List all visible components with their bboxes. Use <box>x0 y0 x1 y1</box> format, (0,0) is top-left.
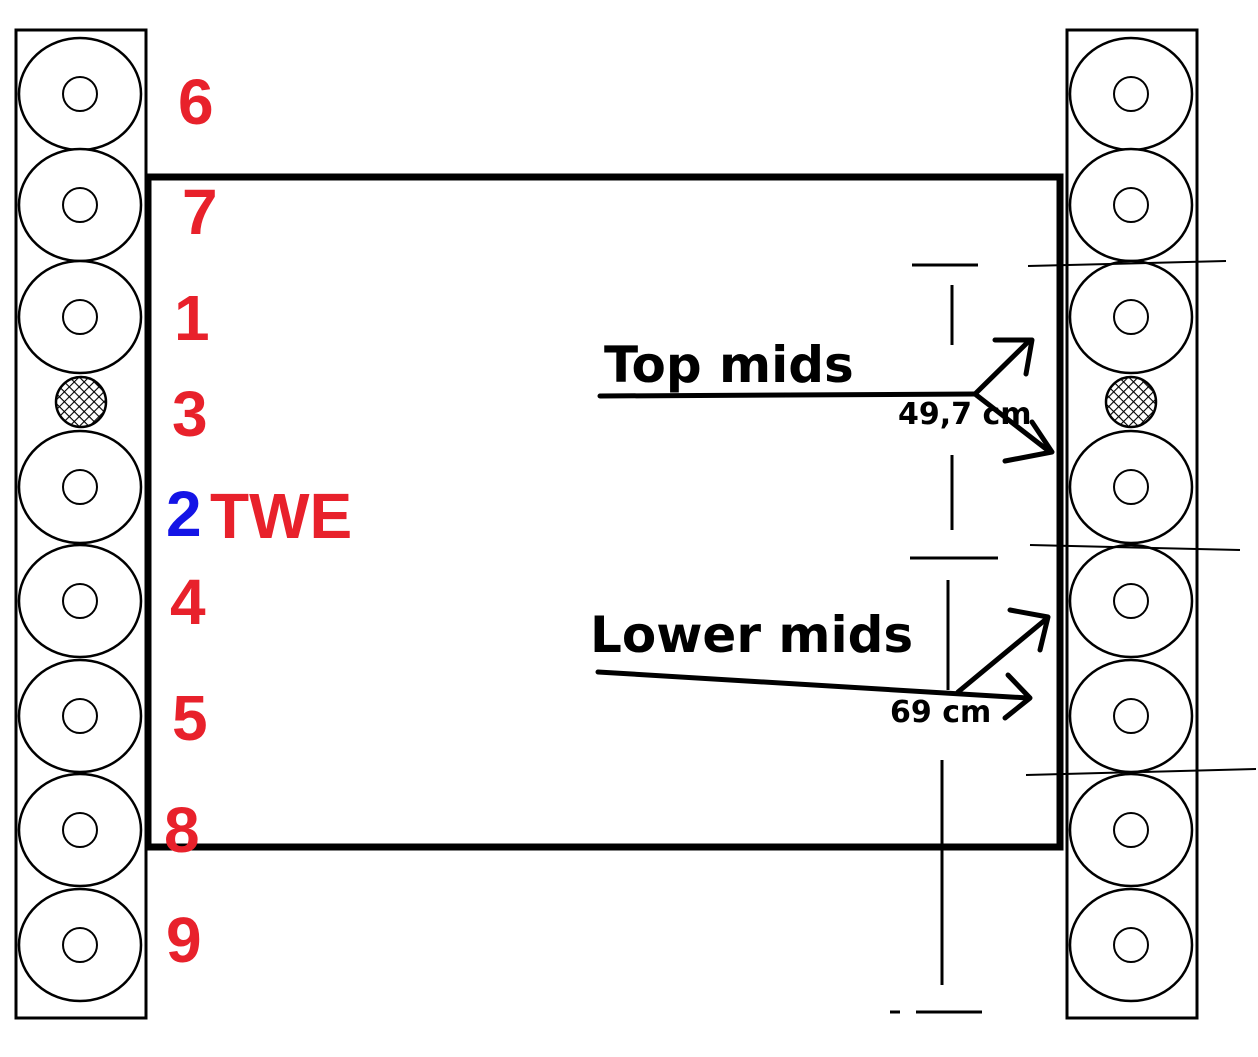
label-1: 1 <box>174 282 210 354</box>
left-woofer <box>17 147 143 263</box>
right-speaker-column <box>1065 28 1199 1020</box>
left-speaker-column <box>14 28 148 1020</box>
label-8: 8 <box>164 794 200 866</box>
right-woofer <box>1068 36 1194 152</box>
top-mids-label: Top mids <box>604 336 854 394</box>
left-woofer <box>17 658 143 774</box>
right-woofer <box>1068 887 1194 1003</box>
left-column-labels: 6 7 1 3 2 TWE 4 5 8 9 <box>164 66 352 976</box>
top-mids-distance: 49,7 cm <box>898 397 1032 432</box>
label-6: 6 <box>178 66 214 138</box>
label-3: 3 <box>172 378 208 450</box>
left-woofer <box>17 887 143 1003</box>
left-woofer <box>17 36 143 152</box>
left-woofer <box>17 429 143 545</box>
right-woofer <box>1068 658 1194 774</box>
room-rectangle <box>144 173 1064 851</box>
right-reference-lines <box>1025 260 1257 776</box>
top-mids-arrow <box>597 337 1055 464</box>
measurement-dashed-line <box>890 263 998 1014</box>
lower-mids-arrow <box>595 607 1051 721</box>
label-4: 4 <box>170 566 206 638</box>
right-tweeter <box>1104 375 1158 429</box>
right-driver-group <box>1068 36 1194 1003</box>
label-7: 7 <box>182 176 218 248</box>
right-woofer <box>1068 259 1194 375</box>
label-2: 2 <box>166 478 202 550</box>
left-tweeter <box>54 375 108 429</box>
label-9: 9 <box>166 904 202 976</box>
right-woofer <box>1068 147 1194 263</box>
left-driver-group <box>17 36 143 1003</box>
label-5: 5 <box>172 682 208 754</box>
right-woofer <box>1068 772 1194 888</box>
lower-mids-distance: 69 cm <box>890 695 991 730</box>
label-twe: TWE <box>210 480 352 552</box>
right-woofer <box>1068 429 1194 545</box>
right-woofer <box>1068 543 1194 659</box>
lower-mids-label: Lower mids <box>590 606 913 664</box>
left-woofer <box>17 543 143 659</box>
left-woofer <box>17 772 143 888</box>
left-woofer <box>17 259 143 375</box>
